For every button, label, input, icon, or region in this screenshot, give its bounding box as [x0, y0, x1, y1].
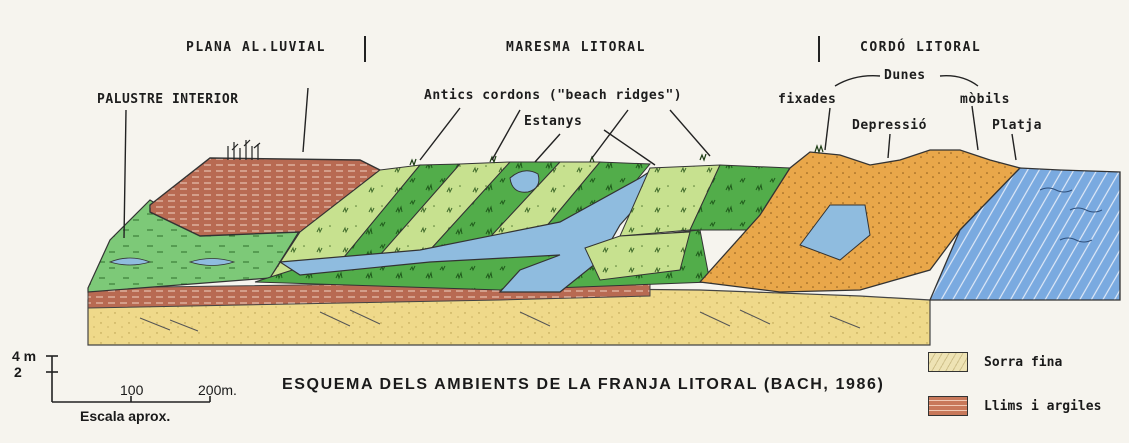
label-depressio: Depressió [852, 118, 927, 133]
reed-vegetation-icon [228, 140, 260, 160]
legend-swatch-sorra-fina [928, 352, 968, 372]
label-antics-cordons: Antics cordons ("beach ridges") [424, 88, 682, 103]
legend-swatch-llims-argiles [928, 396, 968, 416]
scale-vertical-mid: 2 [14, 364, 22, 380]
label-palustre-interior: PALUSTRE INTERIOR [97, 92, 239, 107]
label-estanys: Estanys [524, 114, 582, 129]
header-cordo-litoral: CORDÓ LITORAL [860, 40, 981, 55]
label-mobils: mòbils [960, 92, 1010, 107]
header-separator [364, 36, 366, 62]
header-plana-alluvial: PLANA AL.LUVIAL [186, 40, 326, 55]
header-separator [818, 36, 820, 62]
surface-vegetation [410, 146, 823, 165]
scale-h-200: 200m. [198, 382, 237, 398]
legend-label-sorra-fina: Sorra fina [984, 355, 1062, 370]
label-dunes: Dunes [884, 68, 926, 83]
diagram-caption: ESQUEMA DELS AMBIENTS DE LA FRANJA LITOR… [282, 376, 884, 394]
scale-vertical-top: 4 m [12, 348, 36, 364]
scale-note: Escala aprox. [80, 408, 170, 424]
scale-h-100: 100 [120, 382, 143, 398]
label-platja: Platja [992, 118, 1042, 133]
label-fixades: fixades [778, 92, 836, 107]
vertical-scale-bar [46, 356, 58, 402]
legend-label-llims-argiles: Llims i argiles [984, 399, 1101, 414]
header-maresma-litoral: MARESMA LITORAL [506, 40, 646, 55]
